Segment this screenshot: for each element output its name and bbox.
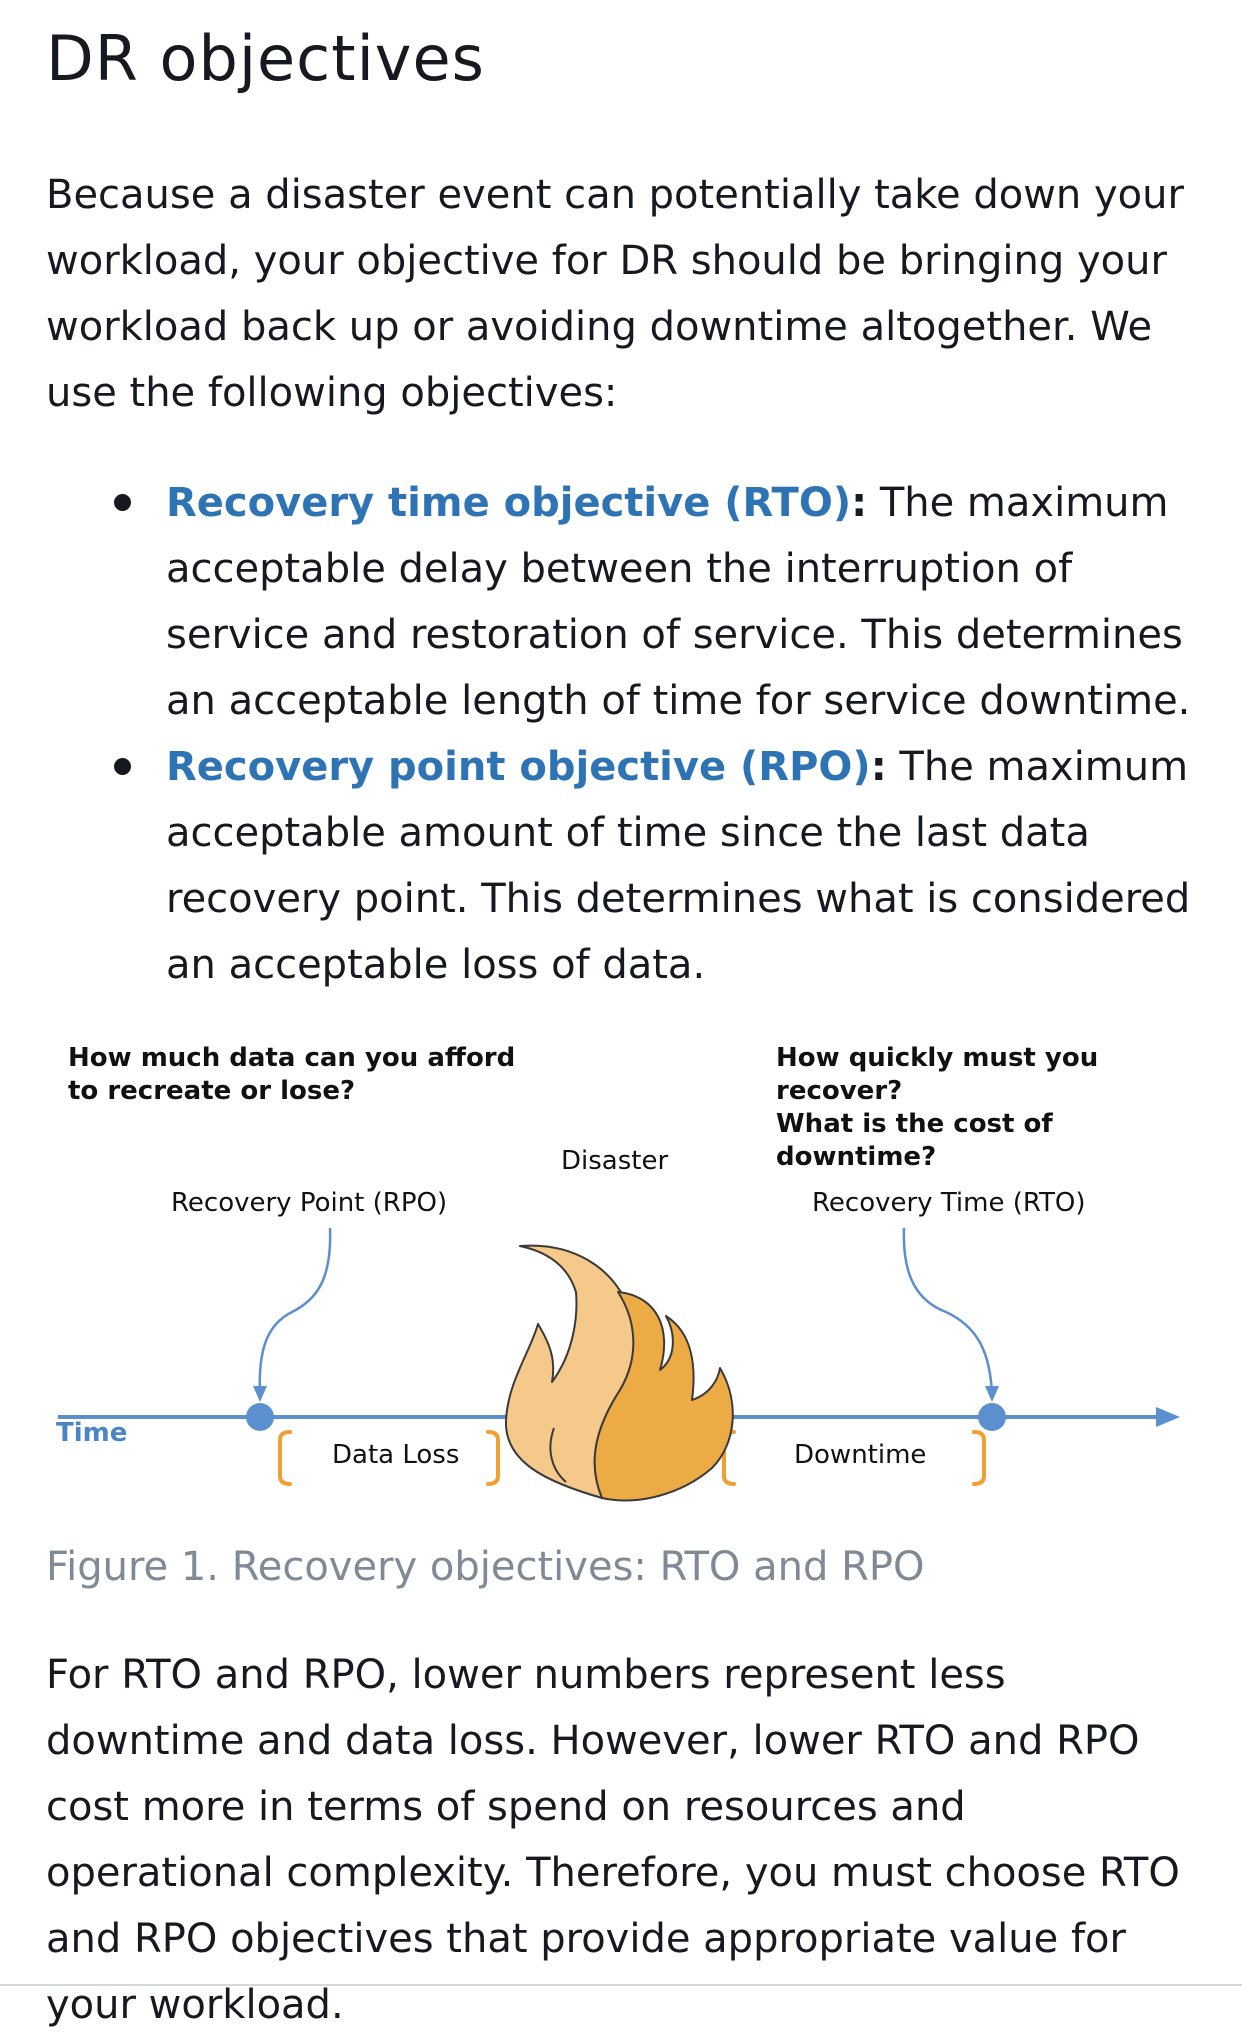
disaster-label: Disaster bbox=[561, 1146, 669, 1176]
rto-point-marker bbox=[978, 1403, 1006, 1431]
rto-figure-label: Recovery Time (RTO) bbox=[812, 1188, 1086, 1218]
timeline-arrowhead bbox=[1156, 1407, 1180, 1427]
data-loss-label: Data Loss bbox=[332, 1440, 460, 1470]
rpo-point-marker bbox=[246, 1403, 274, 1431]
rpo-figure-label: Recovery Point (RPO) bbox=[171, 1188, 448, 1218]
page-title: DR objectives bbox=[46, 22, 485, 95]
bullet-dot bbox=[114, 494, 131, 511]
bottom-divider bbox=[0, 1984, 1242, 1986]
recovery-objectives-figure: How much data can you afford to recreate… bbox=[46, 1030, 1206, 1510]
rpo-colon: : bbox=[870, 744, 887, 790]
rto-link[interactable]: Recovery time objective (RTO) bbox=[166, 480, 852, 526]
time-axis-label: Time bbox=[56, 1418, 128, 1448]
figure-question-right: How quickly must you recover? What is th… bbox=[776, 1043, 1099, 1172]
rto-colon: : bbox=[851, 480, 868, 526]
rpo-link[interactable]: Recovery point objective (RPO) bbox=[166, 744, 871, 790]
data-loss-bracket-right bbox=[486, 1430, 500, 1486]
downtime-bracket-right bbox=[972, 1430, 986, 1486]
figure-question-left: How much data can you afford to recreate… bbox=[68, 1043, 516, 1106]
rpo-callout-arrow bbox=[253, 1227, 332, 1402]
intro-paragraph: Because a disaster event can potentially… bbox=[46, 172, 1184, 416]
outro-paragraph: For RTO and RPO, lower numbers represent… bbox=[46, 1652, 1180, 2028]
rto-callout-arrow bbox=[902, 1227, 999, 1402]
timeline-diagram bbox=[58, 1227, 1180, 1502]
figure-caption: Figure 1. Recovery objectives: RTO and R… bbox=[46, 1544, 925, 1590]
disaster-flame-icon bbox=[504, 1244, 734, 1502]
downtime-label: Downtime bbox=[794, 1440, 927, 1470]
rto-description: The maximum acceptable delay between the… bbox=[166, 480, 1191, 724]
data-loss-bracket-left bbox=[278, 1430, 292, 1486]
list-item-rpo: Recovery point objective (RPO): The maxi… bbox=[46, 734, 1206, 998]
bullet-dot bbox=[114, 758, 131, 775]
list-item-rto: Recovery time objective (RTO): The maxim… bbox=[46, 470, 1206, 734]
rpo-description: The maximum acceptable amount of time si… bbox=[166, 744, 1191, 988]
objectives-list: Recovery time objective (RTO): The maxim… bbox=[46, 470, 1206, 998]
